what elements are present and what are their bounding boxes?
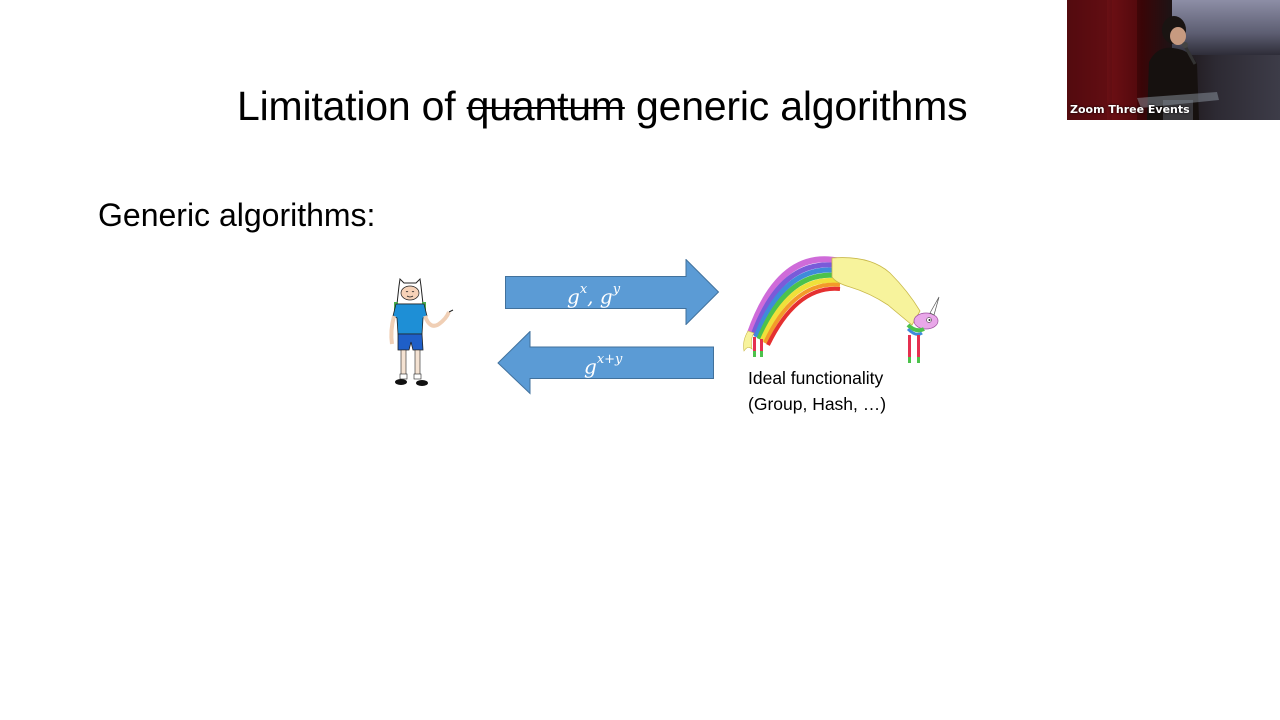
title-prefix: Limitation of — [237, 83, 467, 129]
label-separator: , — [587, 284, 600, 309]
slide-title: Limitation of quantum generic algorithms — [237, 80, 968, 132]
speaker-silhouette-icon — [1067, 0, 1219, 120]
label-exp-y: y — [612, 282, 621, 297]
label-g-1: g — [567, 284, 580, 309]
label-exp-x: x — [579, 282, 588, 297]
webcam-participant-name: Zoom Three Events — [1070, 103, 1190, 116]
request-arrow-right: gx, gy — [505, 259, 720, 325]
rainbow-unicorn-icon — [740, 253, 945, 368]
speaker-webcam-video[interactable]: Zoom Three Events — [1067, 0, 1280, 120]
cartoon-boy-icon — [383, 276, 458, 391]
caption-line-1: Ideal functionality — [748, 368, 884, 388]
arrow-right-label: gx, gy — [567, 282, 621, 309]
label-g-2: g — [599, 284, 613, 309]
label-g: g — [584, 354, 597, 379]
arrow-left-label: gx+y — [584, 352, 623, 379]
projector-screen-background — [1172, 0, 1280, 55]
label-exp-x-plus-y: x+y — [596, 352, 623, 367]
slide-subheading: Generic algorithms: — [98, 197, 376, 233]
caption-line-2: (Group, Hash, …) — [748, 394, 887, 414]
response-arrow-left: gx+y — [497, 331, 715, 395]
title-struck-word: quantum — [466, 83, 625, 129]
title-suffix: generic algorithms — [624, 83, 968, 129]
ideal-functionality-caption: Ideal functionality (Group, Hash, …) — [748, 365, 886, 417]
